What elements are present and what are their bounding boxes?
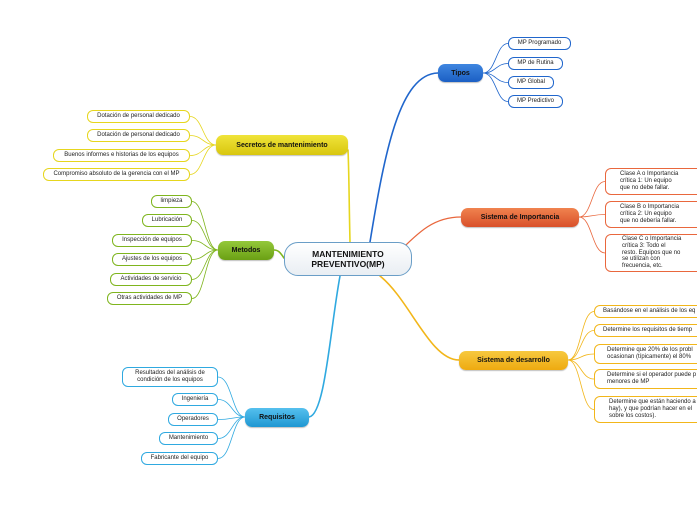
link-metodos-item — [191, 240, 219, 251]
link-desarrollo-item — [567, 311, 595, 361]
link-tipos-item — [482, 72, 509, 83]
link-metodos-item — [191, 249, 219, 299]
central-topic-line2: PREVENTIVO(MP) — [311, 259, 385, 269]
link-center-desarrollo — [379, 275, 460, 361]
link-requisitos-item — [217, 416, 246, 459]
secretos-item-1[interactable]: Dotación de personal dedicado — [87, 110, 190, 123]
branch-requisitos[interactable]: Requisitos — [245, 408, 309, 427]
link-center-requisitos — [308, 275, 341, 418]
link-secretos-item — [189, 144, 217, 156]
requisitos-item-operadores[interactable]: Operadores — [168, 413, 218, 426]
requisitos-item-analisis[interactable]: Resultados del análisis de condición de … — [122, 367, 218, 387]
link-tipos-item — [482, 63, 509, 74]
link-desarrollo-item — [567, 359, 595, 380]
requisitos-item-mantenimiento[interactable]: Mantenimiento — [159, 432, 218, 445]
metodos-item-lubricacion[interactable]: Lubricación — [142, 214, 192, 227]
importancia-item-clase-c[interactable]: Clase C o Importancia crítica 3: Todo el… — [605, 234, 697, 272]
tipos-item-predictivo[interactable]: MP Predictivo — [508, 95, 563, 108]
link-secretos-item — [189, 135, 217, 146]
tipos-item-programado[interactable]: MP Programado — [508, 37, 571, 50]
link-requisitos-item — [217, 399, 246, 418]
desarrollo-item-3[interactable]: Determine que 20% de los probl ocasionan… — [594, 344, 697, 364]
link-desarrollo-item — [567, 359, 595, 410]
link-center-metodos — [273, 249, 285, 259]
link-tipos-item — [482, 72, 509, 102]
tipos-item-rutina[interactable]: MP de Rutina — [508, 57, 563, 70]
link-requisitos-item — [217, 416, 246, 439]
link-importancia-item — [578, 181, 606, 218]
central-topic[interactable]: MANTENIMIENTO PREVENTIVO(MP) — [284, 242, 412, 276]
link-center-tipos — [369, 72, 439, 243]
link-tipos-item — [482, 43, 509, 74]
branch-sistema-desarrollo[interactable]: Sistema de desarrollo — [459, 351, 568, 370]
link-desarrollo-item — [567, 353, 595, 361]
secretos-item-3[interactable]: Buenos informes e historias de los equip… — [53, 149, 190, 162]
importancia-item-clase-b[interactable]: Clase B o Importancia crítica 2: Un equi… — [605, 201, 697, 228]
branch-secretos-mantenimiento[interactable]: Secretos de mantenimiento — [216, 135, 348, 155]
link-importancia-item — [578, 214, 606, 218]
desarrollo-item-5[interactable]: Determine que están haciendo a hay), y q… — [594, 396, 697, 423]
secretos-item-4[interactable]: Compromiso absoluto de la gerencia con e… — [43, 168, 190, 181]
metodos-item-inspeccion[interactable]: Inspección de equipos — [112, 234, 192, 247]
metodos-item-otras[interactable]: Otras actividades de MP — [107, 292, 192, 305]
link-metodos-item — [191, 220, 219, 251]
metodos-item-servicio[interactable]: Actividades de servicio — [110, 273, 192, 286]
branch-metodos[interactable]: Metodos — [218, 241, 274, 260]
link-secretos-item — [189, 116, 217, 146]
central-topic-line1: MANTENIMIENTO — [312, 248, 384, 259]
metodos-item-ajustes[interactable]: Ajustes de los equipos — [112, 253, 192, 266]
desarrollo-item-4[interactable]: Determine si el operador puede p menores… — [594, 369, 697, 389]
link-secretos-item — [189, 144, 217, 175]
branch-sistema-importancia[interactable]: Sistema de Importancia — [461, 208, 579, 227]
requisitos-item-fabricante[interactable]: Fabricante del equipo — [141, 452, 218, 465]
link-metodos-item — [191, 201, 219, 251]
tipos-item-global[interactable]: MP Global — [508, 76, 554, 89]
importancia-item-clase-a[interactable]: Clase A o Importancia crítica 1: Un equi… — [605, 168, 697, 195]
secretos-item-2[interactable]: Dotación de personal dedicado — [87, 129, 190, 142]
desarrollo-item-2[interactable]: Determine los requisitos de tiemp — [594, 324, 697, 337]
desarrollo-item-1[interactable]: Basándose en el análisis de los eq — [594, 305, 697, 318]
requisitos-item-ingenieria[interactable]: Ingeniería — [172, 393, 218, 406]
link-center-secretos — [347, 149, 351, 243]
link-desarrollo-item — [567, 330, 595, 361]
link-requisitos-item — [217, 376, 246, 418]
metodos-item-limpieza[interactable]: limpieza — [151, 195, 192, 208]
link-importancia-item — [578, 216, 606, 254]
branch-tipos[interactable]: Tipos — [438, 64, 483, 82]
